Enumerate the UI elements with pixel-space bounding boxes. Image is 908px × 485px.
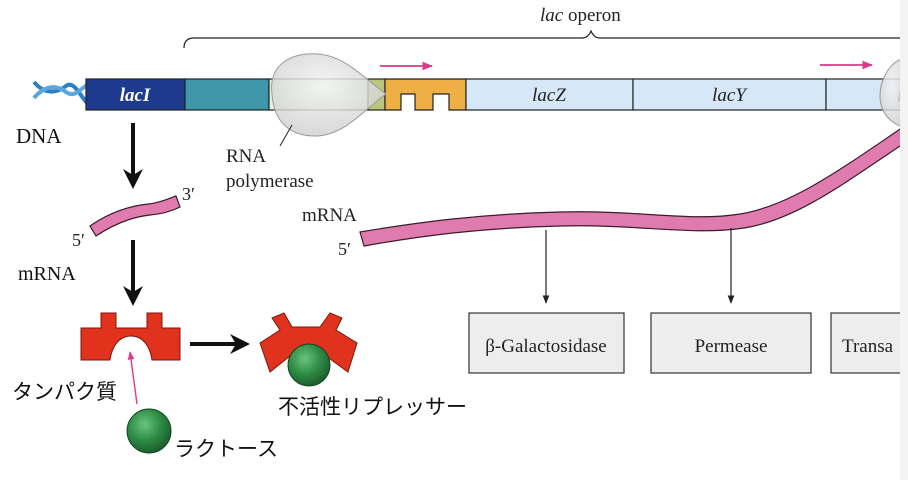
- lactose-binding-arrow: [127, 351, 138, 405]
- gene-lacy: [632, 78, 827, 111]
- operator-region: [184, 78, 270, 111]
- operon-brace: [183, 29, 900, 49]
- page-edge: [900, 0, 908, 480]
- dna-label: DNA: [16, 124, 62, 148]
- dna-helix-icon: [32, 80, 90, 106]
- dna-bar: [85, 78, 907, 111]
- bound-lactose-ball: [287, 343, 331, 387]
- lactose-ball: [126, 408, 172, 454]
- inactive-repressor-label: 不活性リプレッサー: [278, 395, 467, 419]
- operon-mrna: [359, 123, 907, 247]
- rna-polymerase-shape: [271, 53, 387, 137]
- gene-lacy-label: lacY: [712, 85, 748, 106]
- gene-lacz-label: lacZ: [532, 85, 566, 106]
- active-repressor-shape: [80, 312, 181, 361]
- gene-laci-label: lacI: [120, 85, 151, 106]
- rna-polymerase-label-2: polymerase: [226, 171, 314, 192]
- laci-mrna: [89, 195, 181, 237]
- gene-laci: [85, 78, 186, 111]
- product-label: β-Galactosidase: [485, 336, 607, 357]
- mrna-right-label: mRNA: [302, 205, 357, 226]
- mrna-left-label: mRNA: [18, 263, 76, 285]
- operon-label: lac operon: [540, 5, 621, 26]
- three-prime-label: 3′: [182, 184, 195, 204]
- rna-polymerase-label-1: RNA: [226, 146, 266, 167]
- product-box-permease: Permease: [650, 312, 812, 374]
- gene-lacz: [465, 78, 634, 111]
- rna-polymerase-right: [879, 57, 907, 129]
- five-prime-right-label: 5′: [338, 239, 351, 259]
- product-box-beta-galactosidase: β-Galactosidase: [468, 312, 625, 374]
- five-prime-left-label: 5′: [72, 230, 85, 250]
- product-label: Permease: [695, 336, 768, 357]
- rna-polymerase-pointer: [279, 124, 293, 147]
- operator-site: [384, 78, 467, 111]
- product-box-transacetylase: Transa: [830, 312, 908, 374]
- protein-label: タンパク質: [12, 380, 117, 404]
- product-label: Transa: [842, 336, 894, 357]
- lactose-label: ラクトース: [174, 437, 278, 461]
